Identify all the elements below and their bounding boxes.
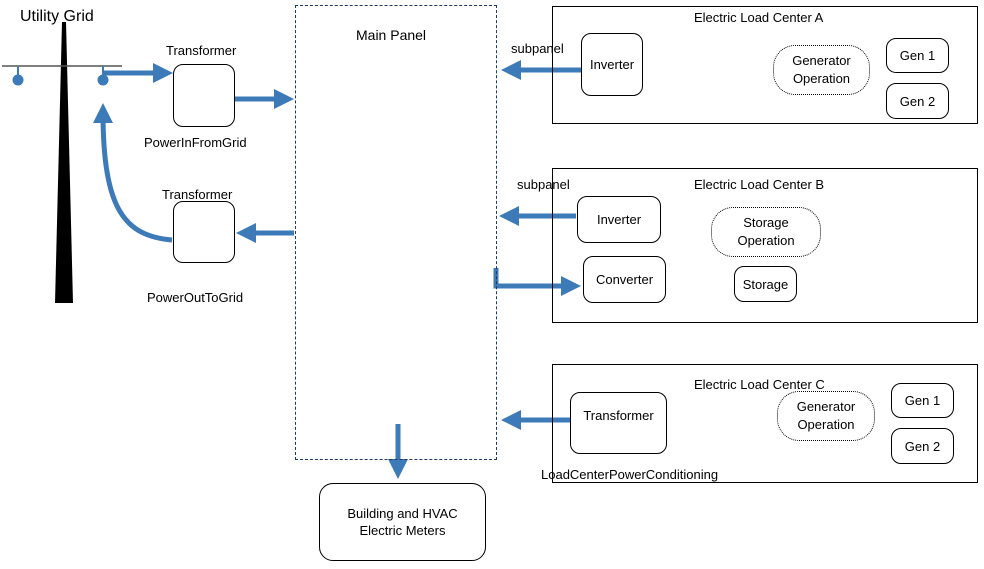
insulator-left	[12, 74, 24, 86]
power-in-from-grid-caption: PowerInFromGrid	[144, 135, 247, 150]
load-center-c-gen-1: Gen 1	[891, 383, 954, 418]
load-center-a-gen-2: Gen 2	[886, 83, 949, 119]
power-out-to-grid-caption: PowerOutToGrid	[147, 290, 244, 305]
load-center-c-generator-operation: Generator Operation	[777, 391, 875, 441]
load-center-b-storage: Storage	[734, 266, 797, 302]
load-center-a-inverter: Inverter	[581, 33, 643, 96]
load-center-c-transformer: Transformer	[570, 392, 667, 454]
insulator-right	[97, 74, 109, 86]
load-center-b-subpanel-label: subpanel	[517, 177, 570, 192]
building-hvac-meters-box: Building and HVAC Electric Meters	[319, 483, 486, 561]
load-center-c-gen-2: Gen 2	[891, 428, 954, 464]
load-center-a-title: Electric Load Center A	[694, 10, 824, 25]
main-panel	[295, 5, 497, 460]
main-panel-label: Main Panel	[356, 27, 427, 43]
transformer-out-label: Transformer	[162, 187, 233, 202]
load-center-power-conditioning-caption: LoadCenterPowerConditioning	[541, 467, 719, 482]
transformer-in-label: Transformer	[166, 43, 237, 58]
load-center-b-converter: Converter	[583, 256, 666, 303]
load-center-b-inverter: Inverter	[577, 196, 661, 243]
load-center-c	[552, 364, 978, 483]
load-center-b-title: Electric Load Center B	[694, 177, 825, 192]
utility-grid-label: Utility Grid	[20, 8, 94, 25]
load-center-a-subpanel-label: subpanel	[511, 41, 564, 56]
load-center-a-gen-1: Gen 1	[886, 38, 949, 73]
load-center-b	[552, 168, 978, 323]
load-center-b-storage-operation: Storage Operation	[711, 207, 821, 257]
arrow-transformer-out-to-grid	[93, 103, 173, 243]
utility-pole	[55, 22, 73, 303]
transformer-out-box	[173, 201, 235, 263]
load-center-a	[552, 6, 978, 124]
load-center-c-title: Electric Load Center C	[694, 377, 825, 392]
load-center-a-generator-operation: Generator Operation	[773, 45, 870, 95]
transformer-in-box	[173, 64, 235, 127]
